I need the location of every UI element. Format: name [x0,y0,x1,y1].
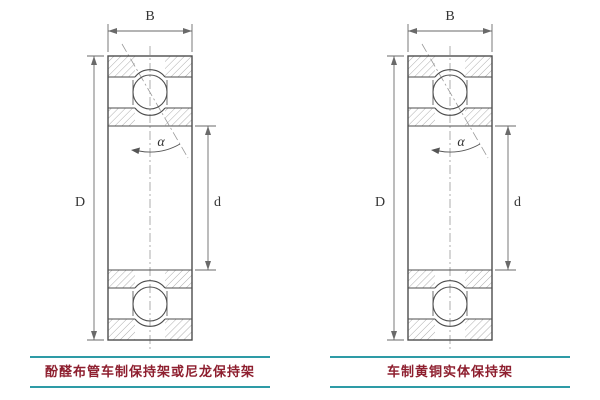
label-outer-diameter-right: D [375,195,385,210]
caption-left: 酚醛布管车制保持架或尼龙保持架 [30,356,270,388]
caption-rule-top-left [30,356,270,358]
caption-rule-bottom-right [330,386,570,388]
caption-right: 车制黄铜实体保持架 [330,356,570,388]
label-bore-diameter-left: d [214,195,221,210]
label-width-left: B [145,9,154,24]
caption-rule-bottom-left [30,386,270,388]
caption-text-right: 车制黄铜实体保持架 [386,364,513,379]
label-bore-diameter-right: d [514,195,521,210]
bearing-drawings: B D d α B D d α [75,9,521,351]
bearing-diagram-left [86,23,217,351]
bearing-diagram-right [386,23,517,351]
caption-text-left: 酚醛布管车制保持架或尼龙保持架 [44,364,255,379]
caption-row: 酚醛布管车制保持架或尼龙保持架 车制黄铜实体保持架 [0,356,600,388]
label-width-right: B [445,9,454,24]
label-contact-angle-left: α [157,135,165,150]
label-contact-angle-right: α [457,135,465,150]
label-outer-diameter-left: D [75,195,85,210]
caption-rule-top-right [330,356,570,358]
